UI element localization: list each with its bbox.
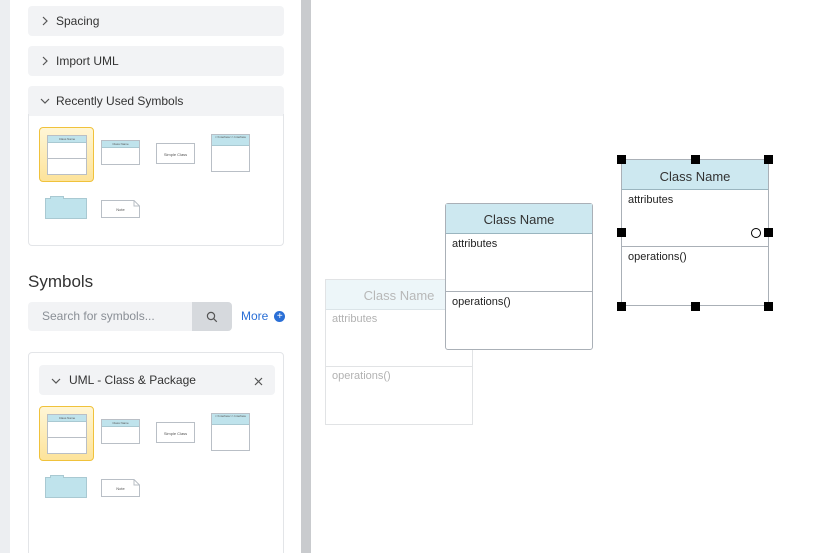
symbol-search-input[interactable]: Search for symbols... bbox=[28, 302, 192, 331]
more-shapes-link[interactable]: More + bbox=[241, 309, 286, 323]
note-shape bbox=[101, 200, 140, 218]
thumb-label: Class Name bbox=[48, 415, 86, 422]
resize-handle-w[interactable] bbox=[617, 228, 626, 237]
library-name: UML - Class & Package bbox=[69, 373, 196, 387]
resize-handle-n[interactable] bbox=[691, 155, 700, 164]
class-title: Class Name bbox=[446, 204, 592, 234]
thumb-label: <<Interface>> Interface bbox=[212, 135, 249, 146]
class-operations: operations() bbox=[452, 296, 511, 308]
resize-handle-sw[interactable] bbox=[617, 302, 626, 311]
resize-handle-s[interactable] bbox=[691, 302, 700, 311]
symbol-interface[interactable]: <<Interface>> Interface bbox=[211, 413, 250, 451]
class-attributes: attributes bbox=[332, 313, 378, 325]
chevron-down-icon bbox=[40, 96, 50, 106]
accordion-recently-used[interactable]: Recently Used Symbols bbox=[28, 86, 284, 116]
resize-handle-nw[interactable] bbox=[617, 155, 626, 164]
accordion-label: Recently Used Symbols bbox=[56, 94, 184, 108]
class-attributes: attributes bbox=[628, 194, 674, 206]
search-button[interactable] bbox=[192, 302, 232, 331]
accordion-label: Import UML bbox=[56, 54, 119, 68]
library-header[interactable]: UML - Class & Package bbox=[39, 365, 275, 395]
uml-class-selected[interactable]: Class Name attributes operations() bbox=[621, 159, 769, 306]
more-label: More bbox=[241, 309, 269, 323]
class-attributes: attributes bbox=[452, 238, 498, 250]
symbol-class[interactable]: Class Name bbox=[101, 419, 140, 444]
symbol-class-selected[interactable]: Class Name bbox=[39, 406, 94, 461]
symbol-simple-class[interactable]: Simple Class bbox=[156, 422, 195, 443]
left-edge-strip bbox=[0, 0, 10, 553]
symbols-heading: Symbols bbox=[28, 272, 94, 291]
uml-library-panel: UML - Class & Package Class Name Class N… bbox=[28, 352, 284, 553]
symbol-interface[interactable]: <<Interface>> Interface bbox=[211, 134, 250, 172]
thumb-label: Note bbox=[116, 486, 125, 491]
uml-class[interactable]: Class Name attributes operations() bbox=[445, 203, 593, 350]
class-divider bbox=[622, 246, 768, 247]
resize-handle-e[interactable] bbox=[764, 228, 773, 237]
thumb-label: Simple Class bbox=[163, 431, 188, 436]
thumb-label: Note bbox=[116, 207, 125, 212]
symbol-class-selected[interactable]: Class Name bbox=[39, 127, 94, 182]
connection-point-handle[interactable] bbox=[751, 228, 761, 238]
class-divider bbox=[446, 291, 592, 292]
thumb-label: <<Interface>> Interface bbox=[212, 414, 249, 425]
thumb-label: Class Name bbox=[48, 136, 86, 143]
class-thumbnail: Class Name bbox=[47, 414, 87, 454]
recently-used-panel: Class Name Class Name Simple Class <<Int… bbox=[28, 114, 284, 246]
symbols-sidebar: Spacing Import UML Recently Used Symbols… bbox=[10, 0, 301, 553]
class-divider bbox=[326, 366, 472, 367]
thumb-label: Simple Class bbox=[163, 152, 188, 157]
accordion-spacing[interactable]: Spacing bbox=[28, 6, 284, 36]
class-title: Class Name bbox=[622, 160, 768, 190]
symbol-class[interactable]: Class Name bbox=[101, 140, 140, 165]
chevron-right-icon bbox=[40, 16, 50, 26]
symbol-note[interactable]: Note bbox=[101, 479, 140, 497]
symbol-package[interactable] bbox=[45, 196, 87, 219]
symbol-simple-class[interactable]: Simple Class bbox=[156, 143, 195, 164]
diagram-canvas[interactable]: Class Name attributes operations() Class… bbox=[311, 0, 831, 553]
note-shape bbox=[101, 479, 140, 497]
class-thumbnail: Class Name bbox=[47, 135, 87, 175]
chevron-down-icon bbox=[51, 375, 61, 385]
sidebar-scrollbar[interactable] bbox=[301, 0, 311, 553]
resize-handle-ne[interactable] bbox=[764, 155, 773, 164]
search-icon bbox=[206, 311, 218, 322]
resize-handle-se[interactable] bbox=[764, 302, 773, 311]
plus-circle-icon: + bbox=[274, 310, 286, 322]
close-icon[interactable] bbox=[254, 375, 263, 389]
symbol-package[interactable] bbox=[45, 475, 87, 498]
class-operations: operations() bbox=[628, 251, 687, 263]
symbol-note[interactable]: Note bbox=[101, 200, 140, 218]
accordion-label: Spacing bbox=[56, 14, 100, 28]
chevron-right-icon bbox=[40, 56, 50, 66]
accordion-import-uml[interactable]: Import UML bbox=[28, 46, 284, 76]
thumb-label: Class Name bbox=[102, 141, 139, 148]
class-operations: operations() bbox=[332, 370, 391, 382]
thumb-label: Class Name bbox=[102, 420, 139, 427]
